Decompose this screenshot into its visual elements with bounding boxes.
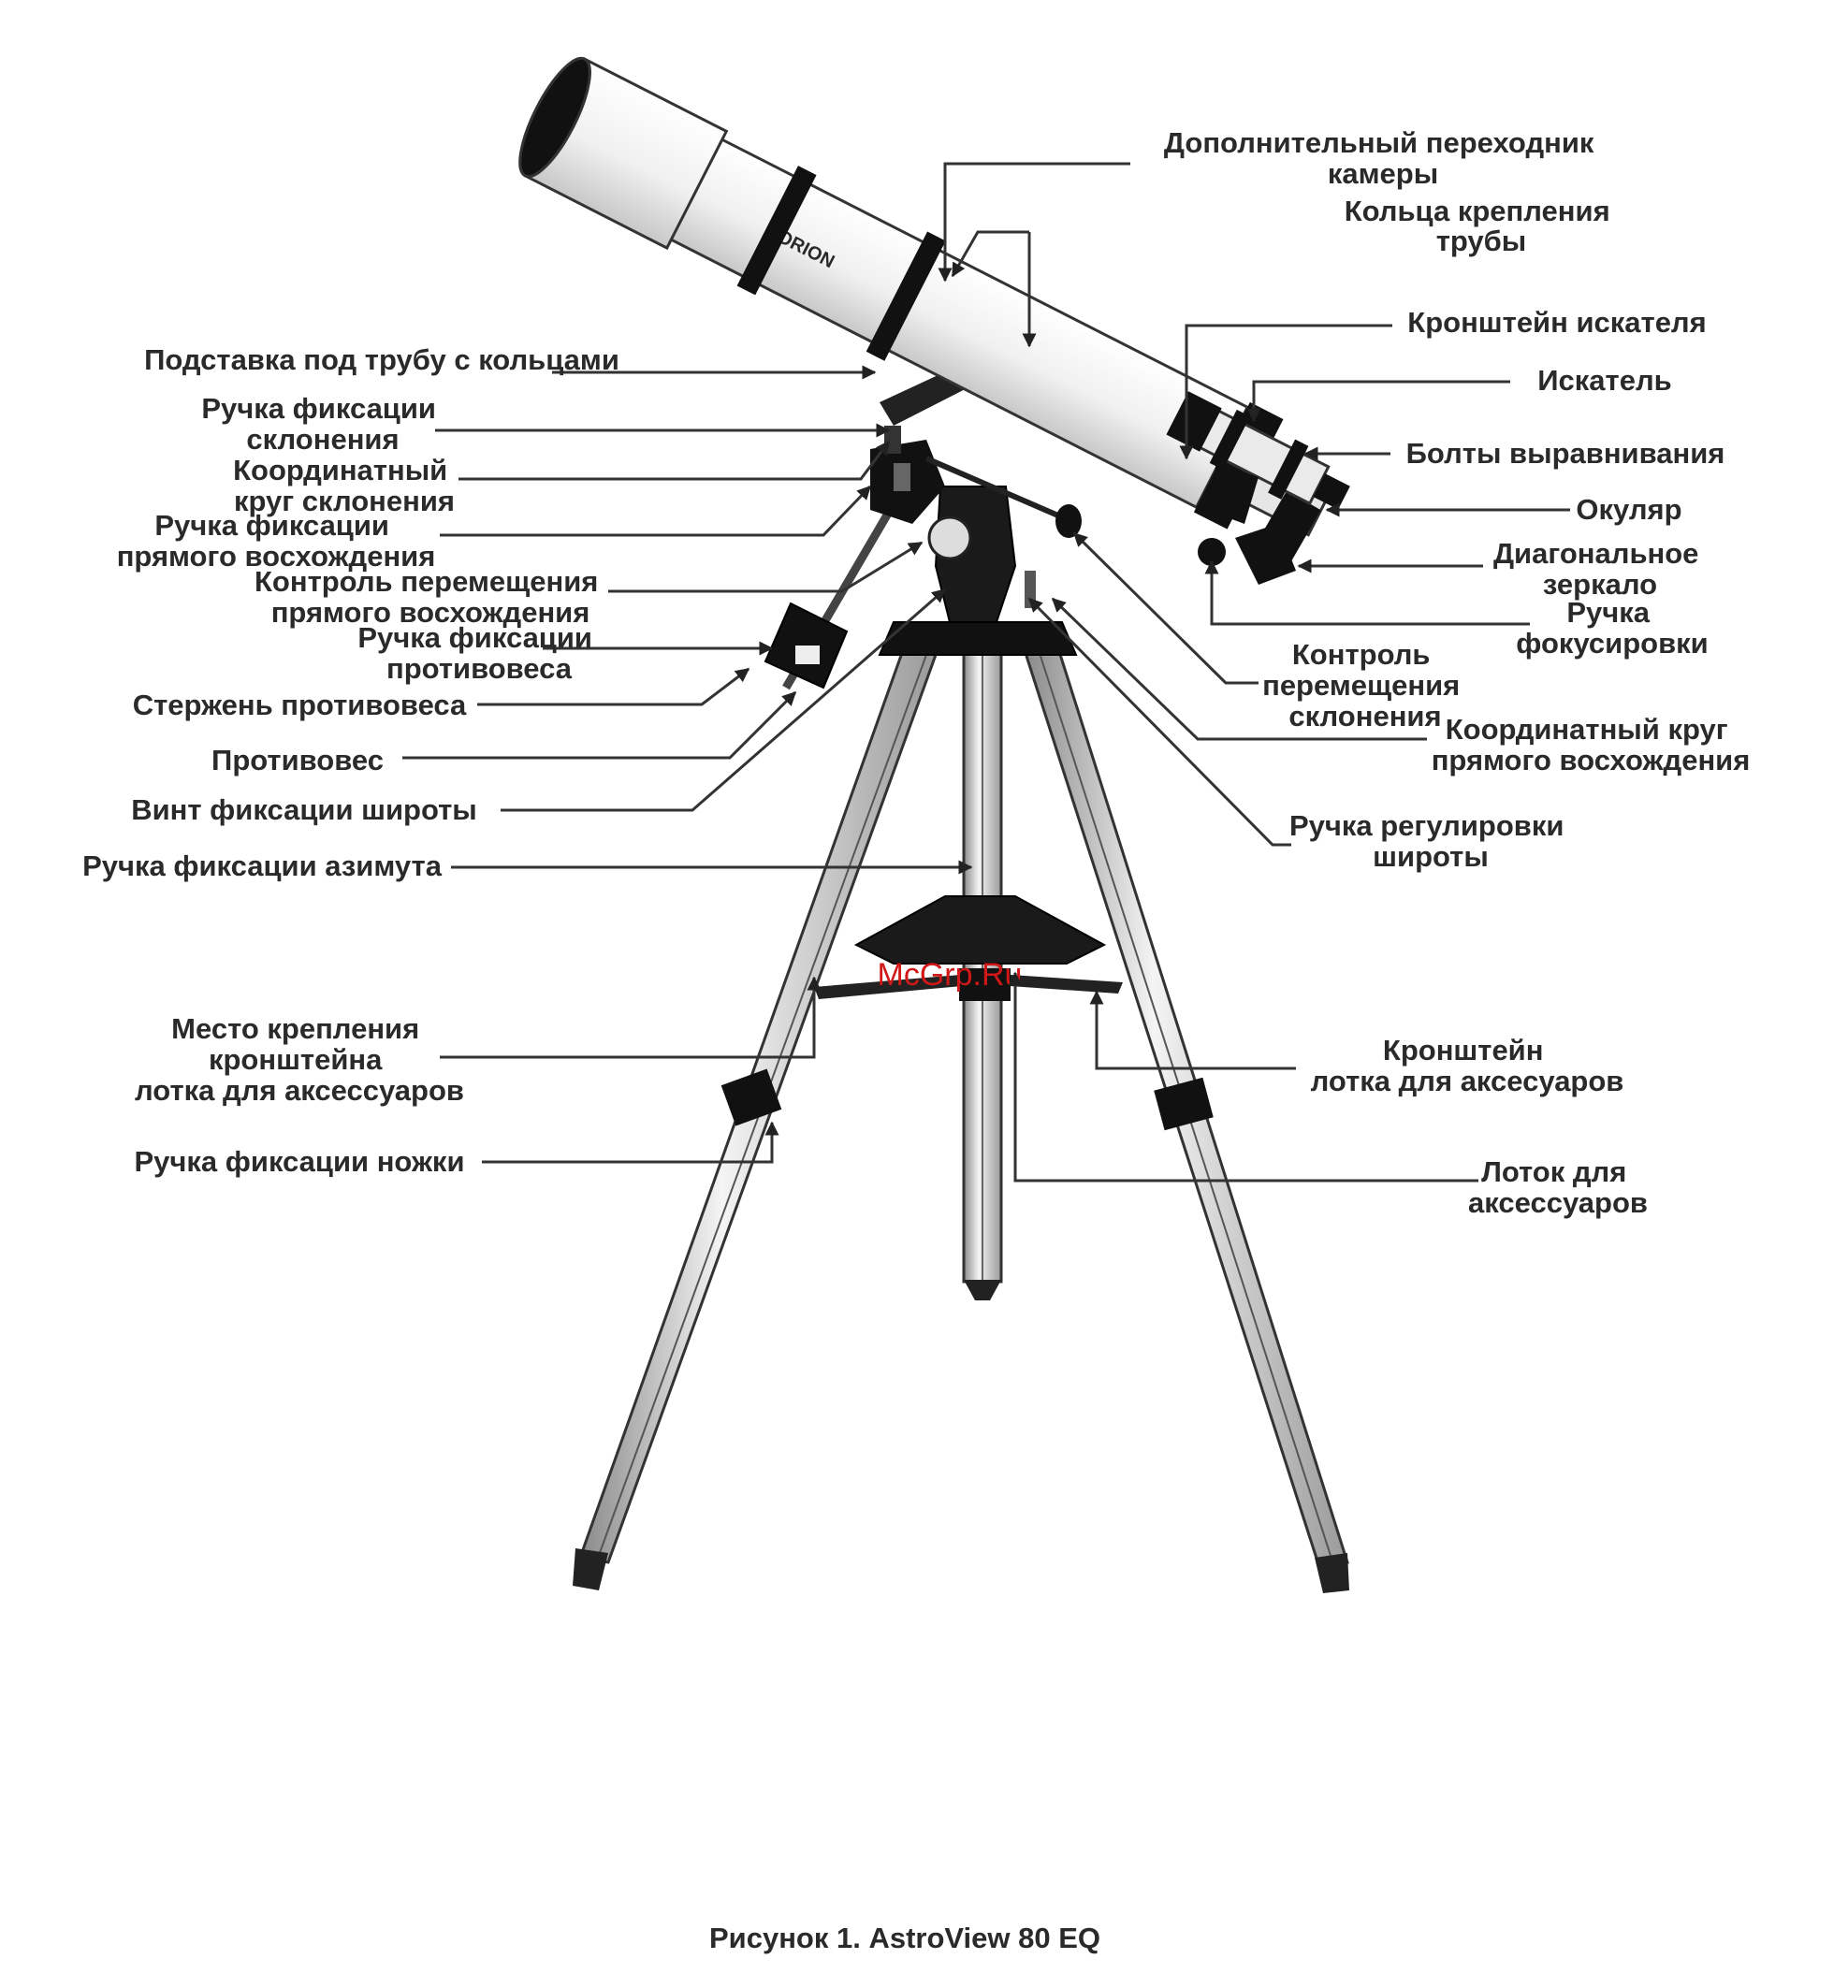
leg-lock-right xyxy=(1154,1077,1214,1131)
tripod-foot-center xyxy=(964,1280,1001,1300)
label-ra-slow-motion: Контроль перемещения прямого восхождения xyxy=(255,565,606,629)
watermark: McGrp.Ru xyxy=(878,957,1023,993)
label-camera-adapter: Дополнительный переходник камеры xyxy=(1164,126,1602,190)
telescope-tube-group: ORION xyxy=(518,56,1350,585)
label-alignment-bolts: Болты выравнивания xyxy=(1406,437,1725,470)
leader-lines xyxy=(402,162,1570,1183)
label-finder: Искатель xyxy=(1537,364,1671,397)
tray-bracket-arms xyxy=(814,973,1123,999)
finder-scope xyxy=(1166,391,1350,510)
label-counterweight: Противовес xyxy=(211,744,384,776)
figure-caption: Рисунок 1. AstroView 80 EQ xyxy=(709,1922,1100,1954)
label-tube-rings: Кольца крепления трубы xyxy=(1345,195,1619,257)
tripod-foot-left xyxy=(573,1548,608,1590)
label-latitude-adjust: Ручка регулировки широты xyxy=(1289,809,1572,873)
label-dec-slow-motion: Контроль перемещения склонения xyxy=(1262,638,1468,733)
label-eyepiece: Окуляр xyxy=(1576,493,1681,526)
label-counterweight-shaft: Стержень противовеса xyxy=(133,689,467,721)
label-leg-lock: Ручка фиксации ножки xyxy=(134,1145,464,1178)
tube-ring-rear xyxy=(866,231,946,361)
labels: Дополнительный переходник камеры Кольца … xyxy=(82,126,1750,1219)
label-counterweight-lock: Ручка фиксации противовеса xyxy=(357,621,600,685)
label-dec-lock: Ручка фиксации склонения xyxy=(201,392,444,456)
label-tube-mount-plate: Подставка под трубу с кольцами xyxy=(144,343,619,376)
tray-bracket-hub xyxy=(959,968,1011,1001)
eyepiece xyxy=(1254,490,1321,567)
dec-slow-motion-cable xyxy=(924,456,1069,522)
label-diagonal-mirror: Диагональное зеркало xyxy=(1493,537,1707,601)
label-finder-bracket: Кронштейн искателя xyxy=(1407,306,1706,339)
accessory-tray xyxy=(853,895,1107,965)
tripod-head xyxy=(878,621,1078,656)
label-ra-setting-circle: Координатный круг прямого восхождения xyxy=(1432,713,1751,776)
label-focus-knob: Ручка фокусировки xyxy=(1516,596,1708,660)
tripod-foot-right xyxy=(1315,1553,1349,1593)
label-accessory-tray: Лоток для аксессуаров xyxy=(1468,1155,1648,1219)
label-tray-bracket-attachment: Место крепления кронштейна лотка для акс… xyxy=(135,1012,464,1107)
focus-knob xyxy=(1198,538,1226,566)
label-ra-lock: Ручка фиксации прямого восхождения xyxy=(117,509,436,573)
label-azimuth-lock: Ручка фиксации азимута xyxy=(82,849,443,882)
tube-ring-front xyxy=(736,166,817,296)
label-latitude-lock: Винт фиксации широты xyxy=(131,793,477,826)
label-dec-setting-circle: Координатный круг склонения xyxy=(233,454,456,517)
telescope-tube xyxy=(627,116,1250,510)
label-tray-bracket: Кронштейн лотка для аксесуаров xyxy=(1311,1034,1624,1097)
finder-bracket xyxy=(1207,463,1259,524)
leg-lock-left xyxy=(720,1068,782,1126)
ra-setting-circle xyxy=(927,515,972,560)
tripod xyxy=(573,621,1349,1593)
objective-opening xyxy=(518,56,591,179)
